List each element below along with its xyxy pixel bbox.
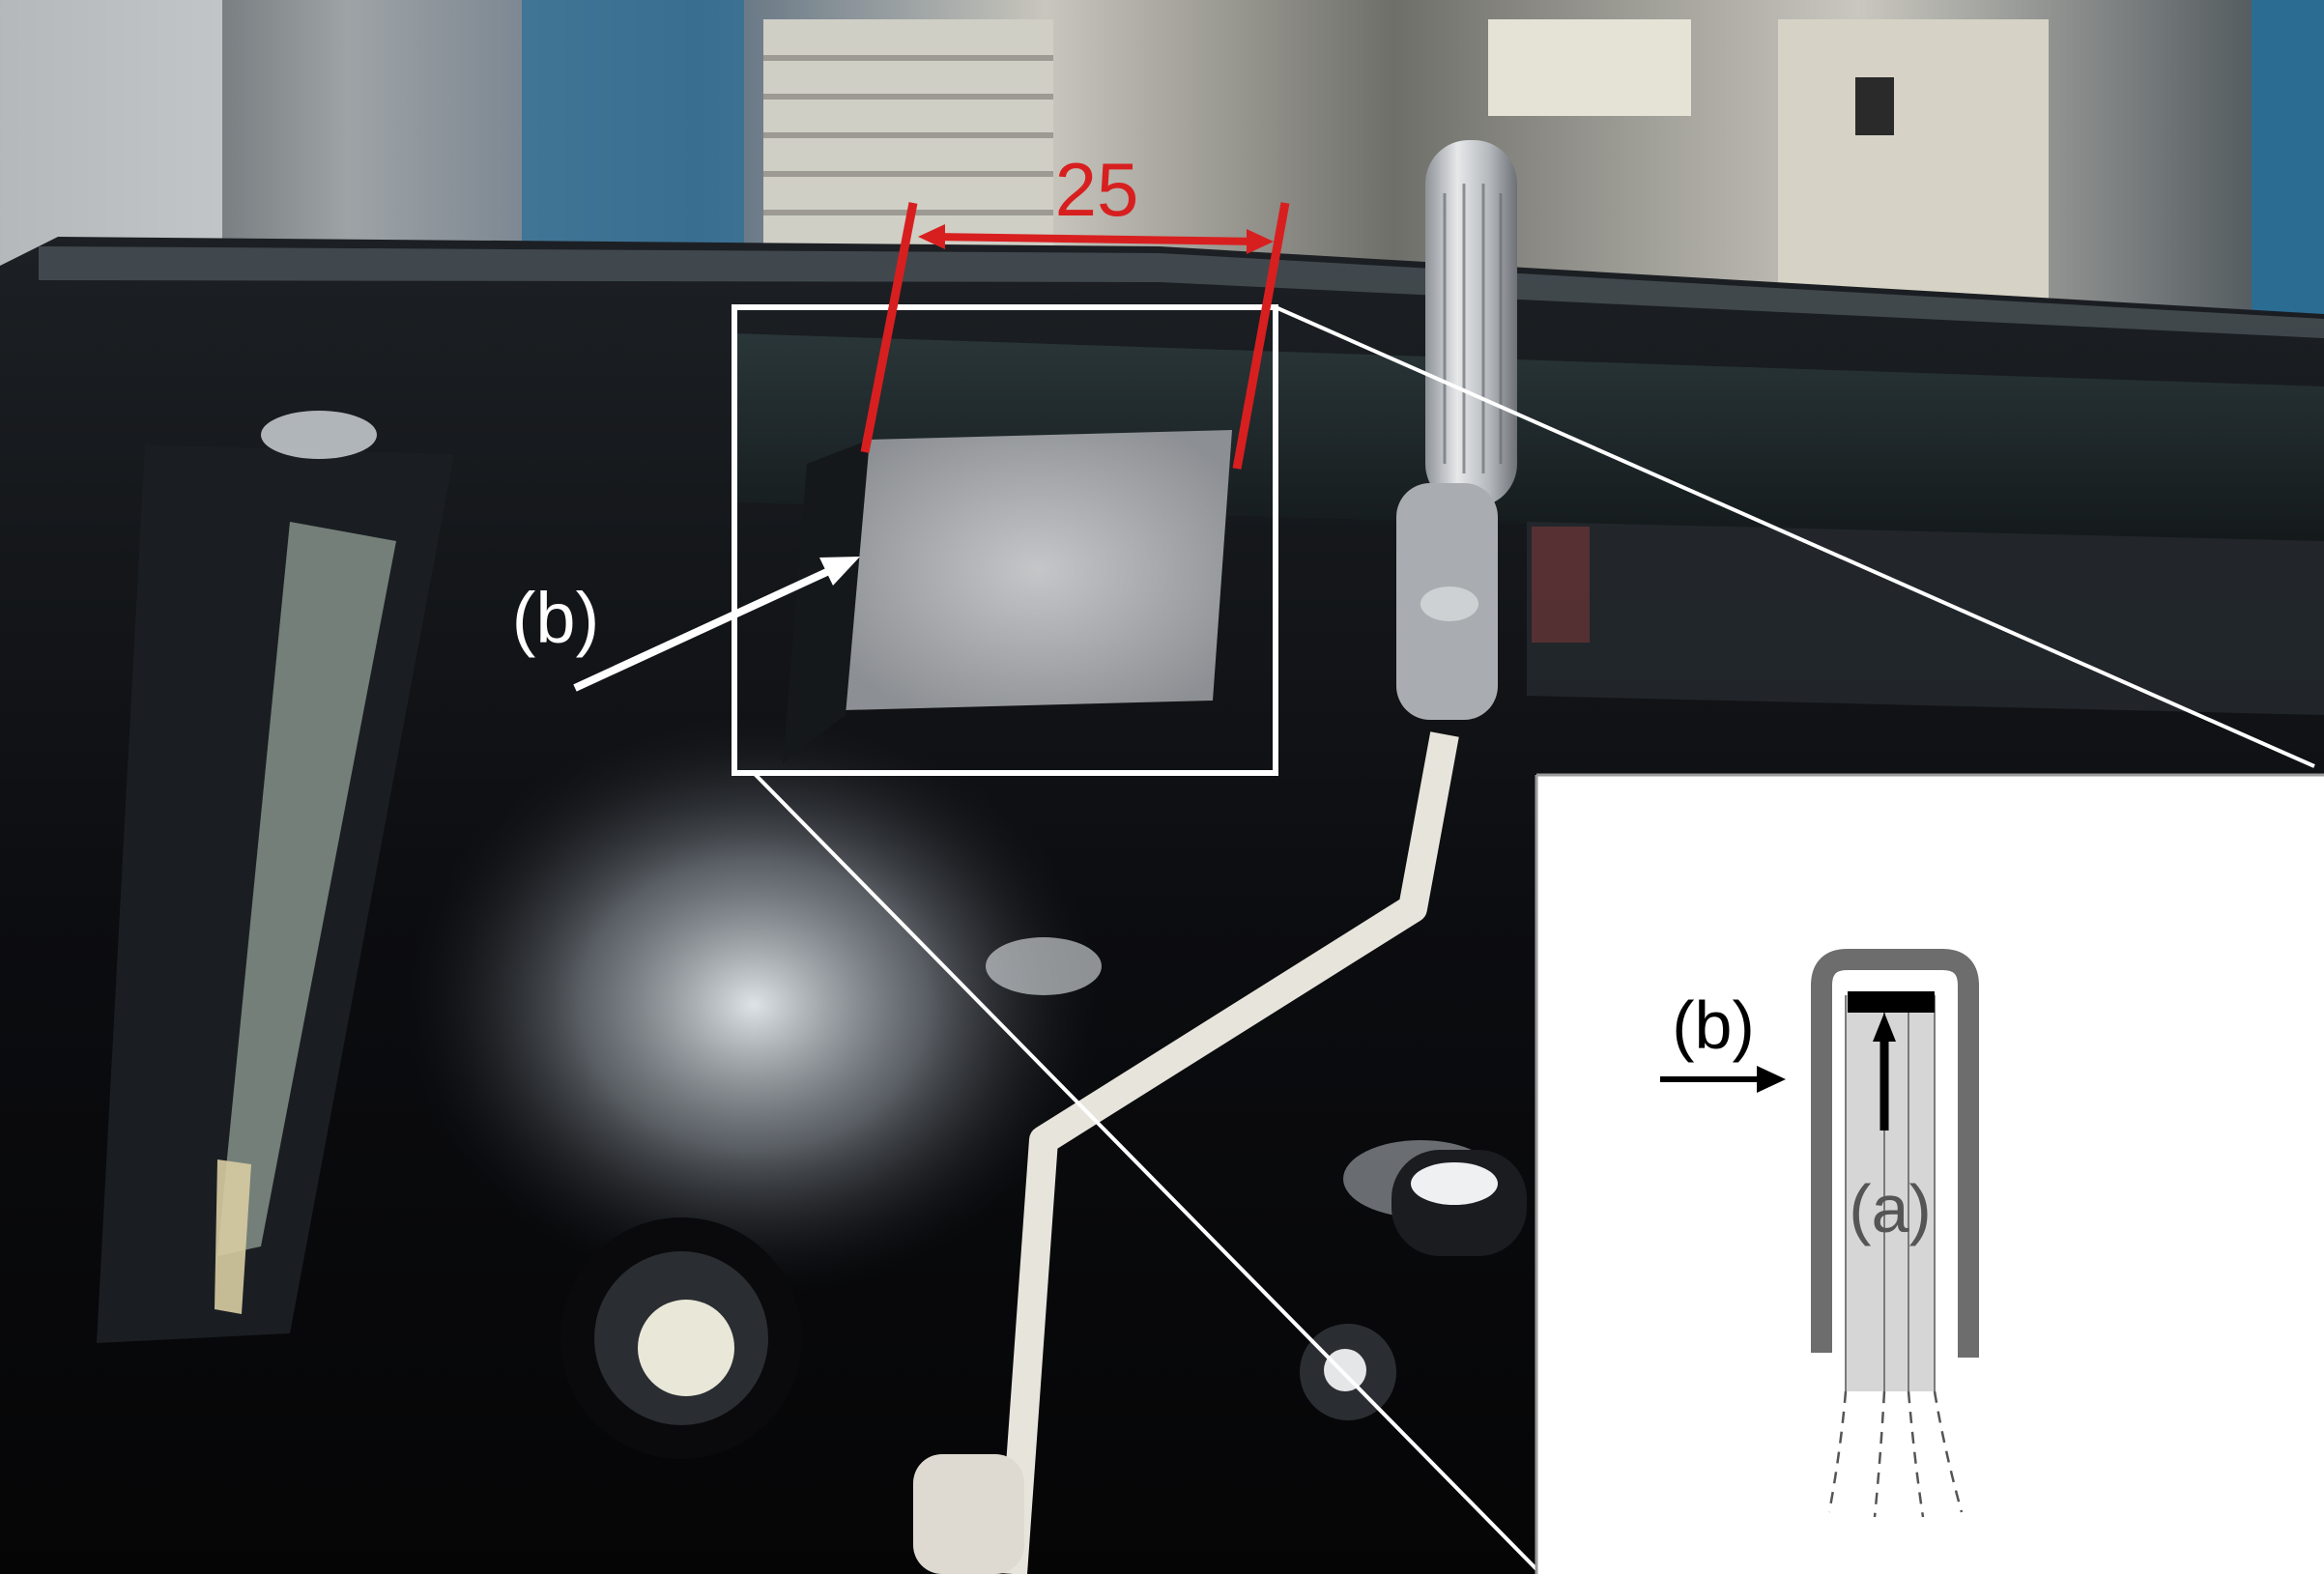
inset-arrow-a-label: (a) — [1849, 1171, 1932, 1246]
inset-arrow-b: (b) — [1660, 987, 1786, 1093]
inset-core-strip — [1845, 995, 1936, 1391]
window-slot — [97, 444, 454, 1343]
detail-frame — [732, 304, 1278, 776]
panel-glare — [261, 411, 1498, 1295]
dimension-label: 25 — [1055, 147, 1139, 232]
panel-holes — [560, 1150, 1527, 1459]
inset-arrow-a: (a) — [1849, 1013, 1932, 1246]
felt-pad — [783, 430, 1232, 763]
lock-knob — [1396, 140, 1517, 720]
inset-schematic: (a) (b) — [1535, 773, 2324, 1574]
photo-arrow-b-label: (b) — [512, 578, 599, 658]
inset-dashed-fibres — [1827, 1390, 1964, 1518]
dimension-25: 25 — [860, 147, 1290, 470]
inset-arrow-b-label: (b) — [1672, 987, 1755, 1063]
inset-black-bar — [1848, 991, 1935, 1013]
inset-u-profile — [1811, 949, 1979, 1358]
photo-arrow-b: (b) — [512, 557, 860, 692]
inset-connector-lines — [752, 305, 2315, 1571]
lock-rod — [913, 731, 1459, 1574]
